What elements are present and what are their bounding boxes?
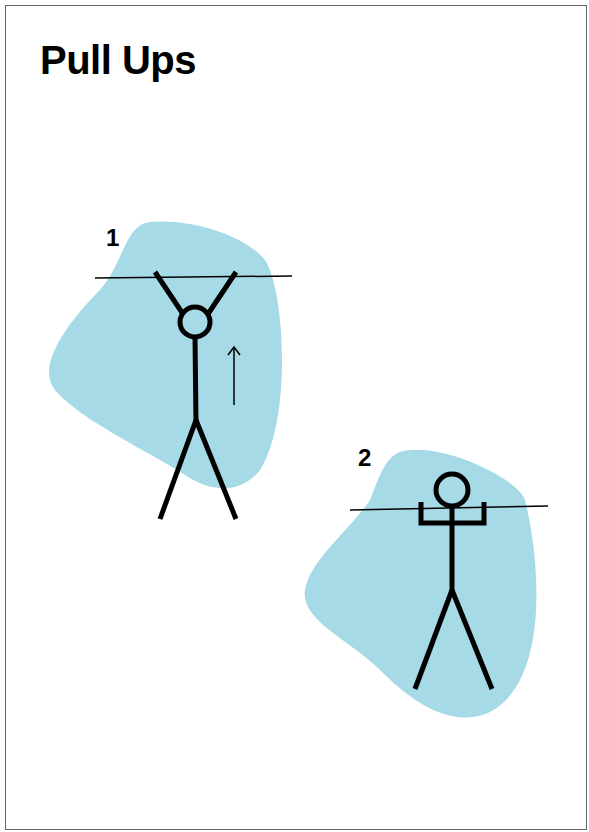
- blue-blob: [49, 221, 282, 488]
- step-number: 1: [106, 226, 119, 250]
- diagram-title: Pull Ups: [40, 40, 196, 80]
- step-number: 2: [358, 446, 371, 470]
- blue-blob: [305, 450, 537, 718]
- stick-figure-chin-over-bar: [350, 474, 548, 689]
- stick-figure-hanging: [95, 272, 292, 519]
- up-arrow: [228, 347, 240, 405]
- page-border: [6, 6, 587, 830]
